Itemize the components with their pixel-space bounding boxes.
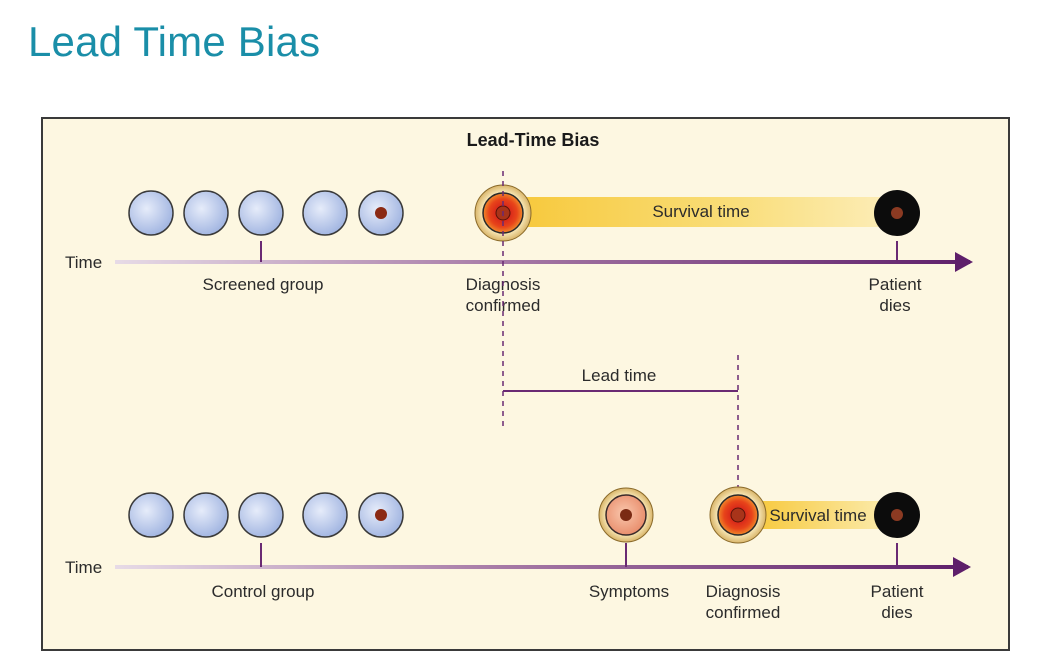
early-cancer-nucleus xyxy=(375,509,387,521)
control-survival-bar xyxy=(755,501,880,529)
control-death-label-1: Patient xyxy=(871,582,924,601)
screened-timeline: Time Survival time Screened group Diagno… xyxy=(65,184,973,315)
healthy-cell xyxy=(183,190,229,236)
screened-group-label: Screened group xyxy=(203,275,324,294)
screened-survival-bar xyxy=(521,197,881,227)
control-diagnosis-label-1: Diagnosis xyxy=(706,582,781,601)
healthy-cell xyxy=(183,492,229,538)
diagram-canvas: Lead-Time Bias Time Survival time Screen… xyxy=(65,130,973,622)
symptoms-core xyxy=(620,509,632,521)
healthy-cell xyxy=(238,492,284,538)
healthy-cell xyxy=(302,492,348,538)
screened-axis-arrowhead xyxy=(955,252,973,272)
control-group-label: Control group xyxy=(211,582,314,601)
control-tumor-core xyxy=(730,507,746,523)
screened-time-axis xyxy=(115,260,970,264)
lead-time-indicator: Lead time xyxy=(502,171,739,544)
lead-time-label: Lead time xyxy=(582,366,657,385)
lead-time-bias-figure: Lead-Time Bias Time Survival time Screen… xyxy=(41,117,1010,651)
diagram-title: Lead-Time Bias xyxy=(467,130,600,150)
healthy-cell xyxy=(238,190,284,236)
screened-survival-label: Survival time xyxy=(652,202,749,221)
screened-death-label-1: Patient xyxy=(869,275,922,294)
slide-title: Lead Time Bias xyxy=(28,18,321,65)
screened-death-core xyxy=(891,207,903,219)
screened-cells xyxy=(128,190,404,236)
control-death-core xyxy=(891,509,903,521)
control-death-label-2: dies xyxy=(881,603,912,622)
healthy-cell xyxy=(302,190,348,236)
control-survival-label: Survival time xyxy=(769,506,866,525)
control-cells xyxy=(128,492,404,538)
control-timeline: Time Survival time Control group Symptom… xyxy=(65,486,971,622)
symptoms-label: Symptoms xyxy=(589,582,669,601)
screened-death-label-2: dies xyxy=(879,296,910,315)
control-axis-label: Time xyxy=(65,558,102,577)
healthy-cell xyxy=(128,190,174,236)
early-cancer-nucleus xyxy=(375,207,387,219)
control-diagnosis-label-2: confirmed xyxy=(706,603,781,622)
control-time-axis xyxy=(115,565,968,569)
control-axis-arrowhead xyxy=(953,557,971,577)
screened-axis-label: Time xyxy=(65,253,102,272)
healthy-cell xyxy=(128,492,174,538)
